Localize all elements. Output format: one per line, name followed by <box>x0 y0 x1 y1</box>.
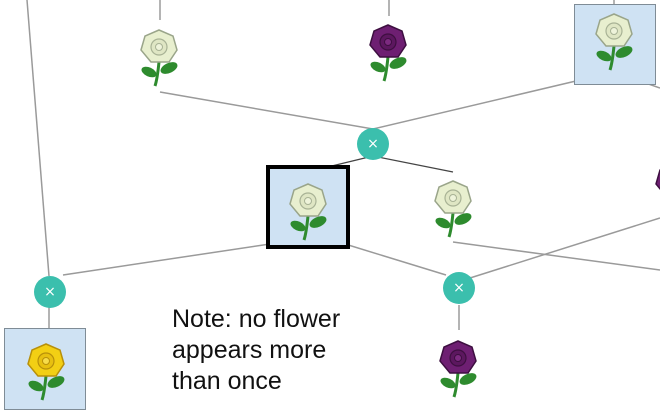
close-icon: × <box>453 280 465 296</box>
white-rose-icon[interactable] <box>284 180 334 244</box>
flower-slot-selected[interactable] <box>266 165 350 249</box>
white-rose-icon[interactable] <box>590 10 640 74</box>
note-text: Note: no flower appears more than once <box>172 304 382 397</box>
purple-rose-icon[interactable] <box>650 160 660 224</box>
note-line: Note: no flower <box>172 305 341 333</box>
cross-button[interactable]: × <box>443 272 475 304</box>
note-line: appears more <box>172 336 327 364</box>
purple-rose-icon[interactable] <box>364 21 414 85</box>
cross-button[interactable]: × <box>357 128 389 160</box>
cross-button[interactable]: × <box>34 276 66 308</box>
purple-rose-icon[interactable] <box>434 337 484 401</box>
white-rose-icon[interactable] <box>429 177 479 241</box>
yellow-rose-icon[interactable] <box>22 340 72 404</box>
close-icon: × <box>44 284 56 300</box>
note-line: than once <box>172 367 282 395</box>
white-rose-icon[interactable] <box>135 26 185 90</box>
close-icon: × <box>367 136 379 152</box>
